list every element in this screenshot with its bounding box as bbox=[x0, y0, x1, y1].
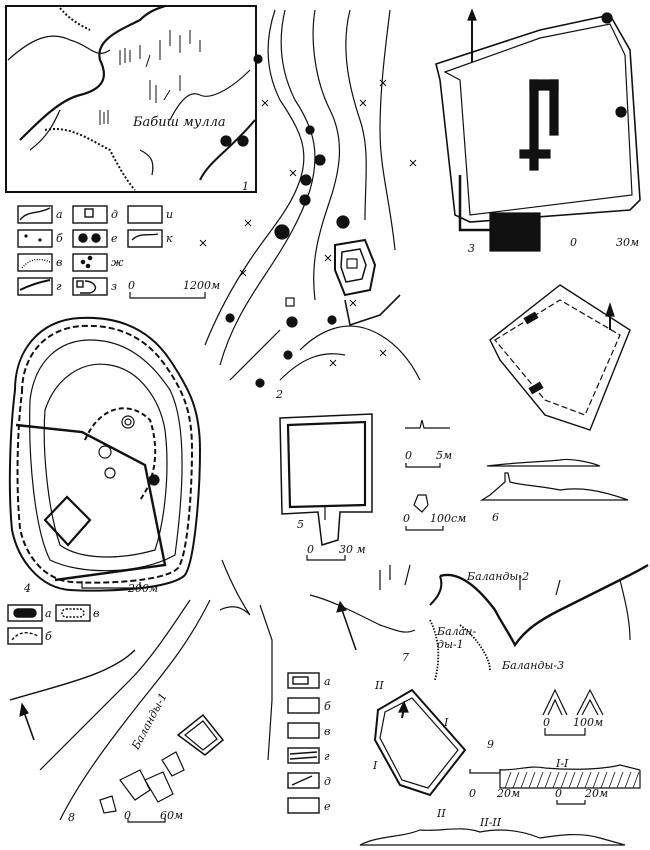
legend-4-a: а bbox=[45, 607, 52, 620]
panel-label-2: 2 bbox=[276, 388, 283, 401]
panel-7-river-map bbox=[309, 563, 649, 681]
panel-9-detail-scale-end: 100м bbox=[573, 716, 604, 729]
place-name-babish-mulla: Бабиш мулла bbox=[133, 115, 226, 130]
legend-8-symbols bbox=[287, 672, 320, 814]
panel-9-marker-II-bottom: II bbox=[437, 807, 446, 820]
panel-6-scale-a-end: 5м bbox=[436, 449, 453, 462]
panel-1-inset-map bbox=[5, 4, 257, 193]
panel-label-9: 9 bbox=[487, 738, 494, 751]
legend-main-g: г bbox=[56, 280, 62, 293]
panel-4-hillfort bbox=[8, 316, 202, 592]
site-balandy-2: Баланды-2 bbox=[467, 570, 530, 583]
legend-main-k: к bbox=[166, 232, 173, 245]
site-balandy-1: Балан- ды-1 bbox=[437, 625, 477, 651]
panel-2-valley-map bbox=[199, 9, 421, 388]
panel-3-fortress-plan bbox=[435, 8, 641, 252]
legend-4-b: б bbox=[45, 630, 52, 643]
legend-main-z: з bbox=[111, 280, 117, 293]
panel-8-scale-end: 60м bbox=[160, 809, 184, 822]
legend-main-b: б bbox=[56, 232, 63, 245]
panel-4-scale-end: 200м bbox=[128, 582, 159, 595]
panel-label-3: 3 bbox=[468, 242, 475, 255]
panel-9-section-scale-zero: 0 bbox=[555, 787, 562, 800]
legend-main-e: е bbox=[111, 232, 118, 245]
panel-label-6: 6 bbox=[492, 511, 499, 524]
panel-8-site-plan bbox=[9, 559, 273, 823]
panel-6-scale-b-zero: 0 bbox=[403, 512, 410, 525]
legend-main-d: д bbox=[111, 208, 118, 221]
panel-5-square-plan bbox=[279, 413, 373, 561]
panel-5-scale-zero: 0 bbox=[307, 543, 314, 556]
legend-4-v: в bbox=[93, 607, 100, 620]
panel-9-section-scale-end: 20м bbox=[585, 787, 609, 800]
panel-6-scale-a-zero: 0 bbox=[405, 449, 412, 462]
panel-2-scale-zero: 0 bbox=[128, 279, 135, 292]
panel-label-5: 5 bbox=[297, 518, 304, 531]
panel-label-4: 4 bbox=[24, 582, 31, 595]
panel-9-detail-scale-zero: 0 bbox=[543, 716, 550, 729]
legend-8-d: д bbox=[324, 775, 331, 788]
panel-8-scale-zero: 0 bbox=[124, 809, 131, 822]
legend-4-symbols bbox=[7, 604, 91, 645]
panel-6-scale-b-end: 100см bbox=[430, 512, 467, 525]
panel-9-plan-scale-end: 20м bbox=[497, 787, 521, 800]
panel-3-scale-end: 30м bbox=[616, 236, 640, 249]
panel-9-plan bbox=[359, 688, 641, 846]
panel-3-scale-zero: 0 bbox=[570, 236, 577, 249]
site-balandy-3: Баланды-3 bbox=[502, 659, 565, 672]
legend-8-e: е bbox=[324, 800, 331, 813]
section-label-II-II: II-II bbox=[480, 816, 502, 829]
legend-main-symbols bbox=[17, 205, 206, 299]
legend-8-g: г bbox=[324, 750, 330, 763]
legend-main-a: а bbox=[56, 208, 63, 221]
panel-2-scale-end: 1200м bbox=[183, 279, 221, 292]
panel-9-plan-scale-zero: 0 bbox=[469, 787, 476, 800]
panel-label-7: 7 bbox=[402, 651, 409, 664]
panel-label-8: 8 bbox=[68, 811, 75, 824]
panel-9-marker-II-top: II bbox=[375, 679, 384, 692]
panel-5-scale-end: 30 м bbox=[339, 543, 366, 556]
legend-main-zh: ж bbox=[111, 256, 124, 269]
legend-8-b: б bbox=[324, 700, 331, 713]
panel-9-marker-I-left: I bbox=[373, 759, 378, 772]
legend-8-v: в bbox=[324, 725, 331, 738]
legend-8-a: а bbox=[324, 675, 331, 688]
legend-main-v: в bbox=[56, 256, 63, 269]
section-label-I-I: I-I bbox=[556, 757, 569, 770]
panel-6-ruin-plan bbox=[405, 284, 631, 531]
panel-label-1: 1 bbox=[242, 180, 249, 193]
panel-9-marker-I-right: I bbox=[444, 716, 449, 729]
legend-main-i: и bbox=[166, 208, 174, 221]
